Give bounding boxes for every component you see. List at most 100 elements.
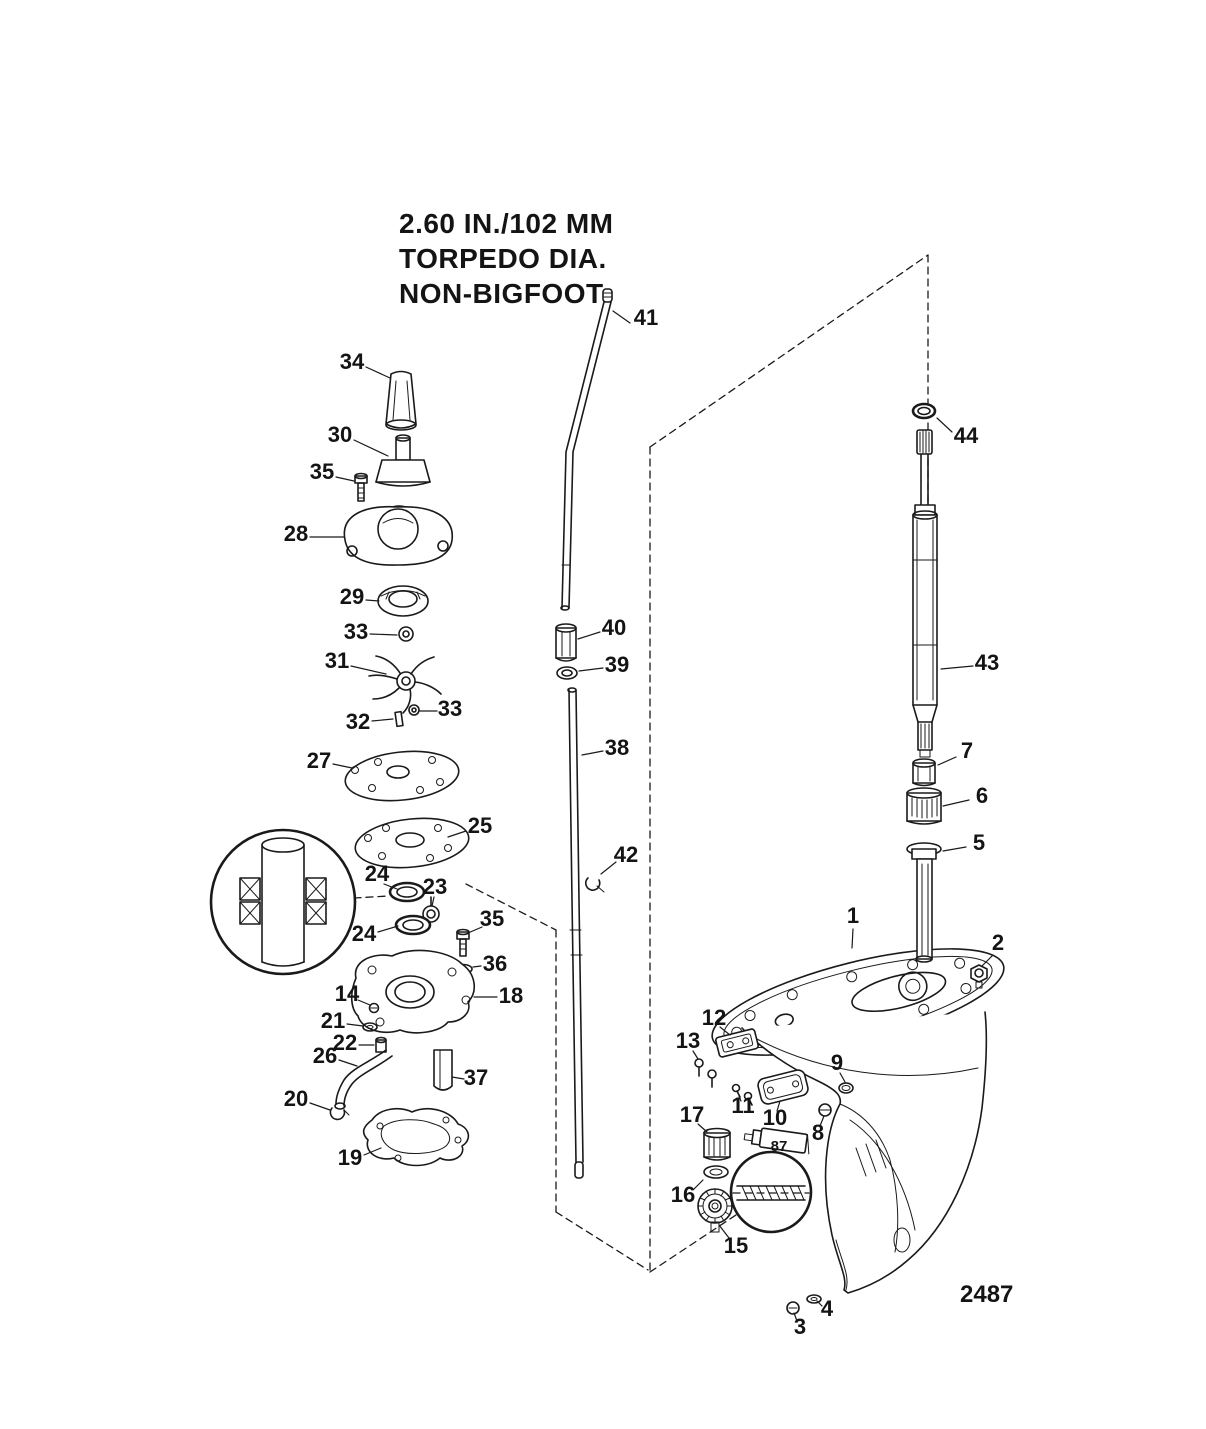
needle-bearing-detail-circle bbox=[729, 1150, 813, 1234]
fitting-part-30 bbox=[375, 434, 431, 487]
callout-leader-14 bbox=[357, 999, 371, 1006]
callout-24: 24 bbox=[365, 861, 390, 886]
housing-body bbox=[741, 1011, 988, 1294]
callout-leader-21 bbox=[346, 1023, 364, 1027]
callout-9: 9 bbox=[831, 1050, 843, 1075]
bearing-part-6 bbox=[906, 787, 942, 825]
callout-leader-39 bbox=[578, 667, 604, 672]
callout-16: 16 bbox=[671, 1182, 695, 1207]
callout-leader-23 bbox=[431, 896, 435, 907]
washer-part-4 bbox=[806, 1294, 822, 1304]
callout-leader-4 bbox=[816, 1300, 823, 1307]
callout-2: 2 bbox=[992, 930, 1004, 955]
callout-leader-1 bbox=[851, 928, 854, 949]
callout-leader-13 bbox=[692, 1050, 699, 1060]
fitting-part-22 bbox=[375, 1036, 387, 1053]
drain-plug-part-3 bbox=[786, 1301, 800, 1315]
callout-31: 31 bbox=[325, 648, 349, 673]
pinion-gear-part-15 bbox=[697, 1188, 733, 1233]
callout-leader-7 bbox=[937, 756, 957, 766]
callout-28: 28 bbox=[284, 521, 308, 546]
screws-part-13 bbox=[694, 1058, 717, 1088]
driveshaft-part-43 bbox=[912, 429, 938, 758]
water-tube-part-26 bbox=[334, 1049, 393, 1110]
seal-cup-part-23 bbox=[422, 896, 440, 923]
callout-3: 3 bbox=[794, 1314, 806, 1339]
title-line-1: 2.60 IN./102 MM bbox=[399, 208, 614, 239]
callout-25: 25 bbox=[468, 813, 492, 838]
callout-26: 26 bbox=[313, 1043, 337, 1068]
shift-shaft-part-38 bbox=[567, 687, 584, 1179]
bearing-detail-circle bbox=[209, 828, 357, 976]
callout-leader-3 bbox=[793, 1312, 798, 1322]
driveshaft-assembly bbox=[906, 402, 942, 963]
bushing-part-7 bbox=[912, 758, 936, 787]
impeller-cup-part-29 bbox=[377, 585, 429, 617]
callout-leader-15 bbox=[718, 1224, 730, 1239]
pump-base-part-18 bbox=[350, 949, 475, 1034]
callout-leader-34 bbox=[365, 366, 391, 379]
callout-7: 7 bbox=[961, 738, 973, 763]
title-line-2: TORPEDO DIA. bbox=[399, 243, 607, 274]
callout-leader-26 bbox=[338, 1059, 358, 1067]
callout-leader-32 bbox=[371, 718, 394, 722]
screw-part-35-upper bbox=[354, 472, 368, 502]
callout-leader-12 bbox=[719, 1026, 731, 1036]
callout-leader-5 bbox=[942, 846, 967, 852]
oil-seal-part-24-upper bbox=[388, 881, 426, 903]
bearing-part-17 bbox=[703, 1127, 731, 1161]
water-pump-assembly bbox=[209, 370, 475, 1167]
callout-5: 5 bbox=[973, 830, 985, 855]
washer-part-33-upper bbox=[398, 626, 414, 642]
callout-17: 17 bbox=[680, 1102, 704, 1127]
face-plate-part-27 bbox=[344, 750, 460, 802]
callout-30: 30 bbox=[328, 422, 352, 447]
callout-leader-24 bbox=[377, 925, 399, 933]
callout-leader-33 bbox=[369, 633, 398, 636]
callout-leader-36 bbox=[472, 965, 482, 968]
oil-seal-part-24-lower bbox=[394, 914, 432, 936]
drive-key-part-32 bbox=[394, 710, 404, 728]
callout-43: 43 bbox=[975, 650, 999, 675]
callout-13: 13 bbox=[676, 1028, 700, 1053]
callout-8: 8 bbox=[812, 1120, 824, 1145]
callout-leader-41 bbox=[612, 310, 631, 324]
callout-15: 15 bbox=[724, 1233, 748, 1258]
callout-leader-24 bbox=[383, 883, 398, 890]
callout-leader-17 bbox=[697, 1123, 708, 1133]
callout-leader-6 bbox=[942, 799, 970, 807]
callout-42: 42 bbox=[614, 842, 638, 867]
callout-12: 12 bbox=[702, 1005, 726, 1030]
water-tube-part-5 bbox=[906, 842, 942, 963]
stud-part-14 bbox=[368, 1002, 380, 1014]
bushing-part-40 bbox=[555, 623, 577, 662]
title-block: 2.60 IN./102 MM TORPEDO DIA. NON-BIGFOOT bbox=[399, 206, 613, 311]
callout-leader-9 bbox=[839, 1072, 846, 1083]
callout-22: 22 bbox=[333, 1030, 357, 1055]
shift-shaft-assembly bbox=[555, 288, 613, 1179]
base-gasket-part-19 bbox=[362, 1107, 470, 1167]
plug-part-8 bbox=[818, 1103, 832, 1117]
callout-38: 38 bbox=[605, 735, 629, 760]
callout-leader-35 bbox=[335, 476, 355, 482]
callout-6: 6 bbox=[976, 783, 988, 808]
washer-part-21 bbox=[362, 1022, 378, 1032]
anode-part-12 bbox=[715, 1028, 759, 1058]
sealant-tube-part-87 bbox=[743, 1127, 810, 1155]
callout-23: 23 bbox=[423, 874, 447, 899]
callout-29: 29 bbox=[340, 584, 364, 609]
o-ring-part-9 bbox=[838, 1082, 854, 1094]
callout-leader-44 bbox=[936, 417, 953, 433]
callout-leader-25 bbox=[447, 830, 467, 838]
callout-14: 14 bbox=[335, 981, 360, 1006]
callout-44: 44 bbox=[954, 423, 979, 448]
callout-leader-20 bbox=[309, 1102, 331, 1111]
callout-35: 35 bbox=[480, 906, 504, 931]
callout-39: 39 bbox=[605, 652, 629, 677]
callout-19: 19 bbox=[338, 1145, 362, 1170]
callout-leader-30 bbox=[353, 439, 389, 457]
retainer-ring-part-44 bbox=[911, 402, 937, 420]
callout-33: 33 bbox=[438, 696, 462, 721]
callout-24: 24 bbox=[352, 921, 377, 946]
